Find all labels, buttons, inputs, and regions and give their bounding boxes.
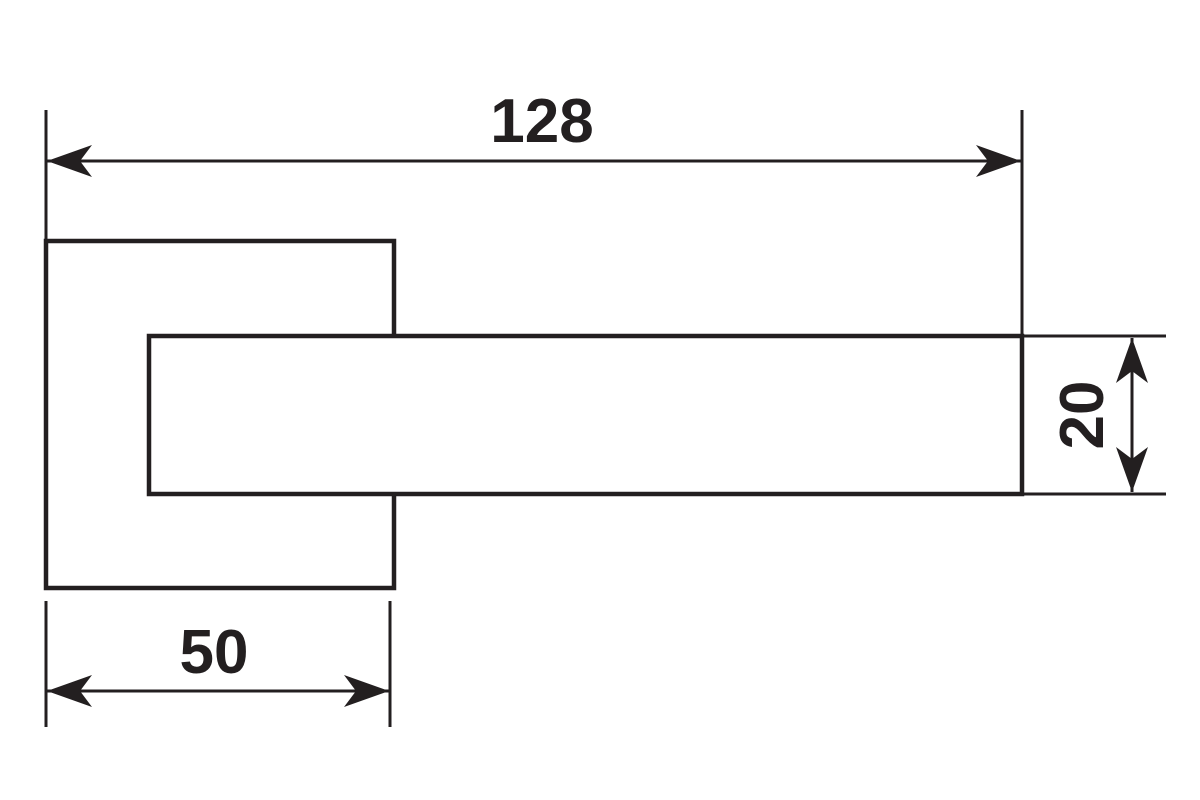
arrowhead-down-icon [1116, 447, 1148, 492]
dimension-plate-width: 50 [44, 601, 392, 727]
arrowhead-left-icon [47, 675, 92, 707]
arrowhead-right-icon [344, 675, 389, 707]
dimension-label-plate-width: 50 [180, 618, 249, 687]
dimension-lever-height: 20 [1022, 334, 1166, 496]
dimension-label-overall-length: 128 [490, 87, 593, 156]
arrowhead-right-icon [976, 145, 1021, 177]
dimension-overall-length: 128 [44, 87, 1024, 336]
arrowhead-up-icon [1116, 338, 1148, 383]
part-outlines [43, 238, 1025, 591]
dimension-label-lever-height: 20 [1048, 381, 1117, 450]
arrowhead-left-icon [47, 145, 92, 177]
lever-bar-outline [146, 333, 1025, 497]
